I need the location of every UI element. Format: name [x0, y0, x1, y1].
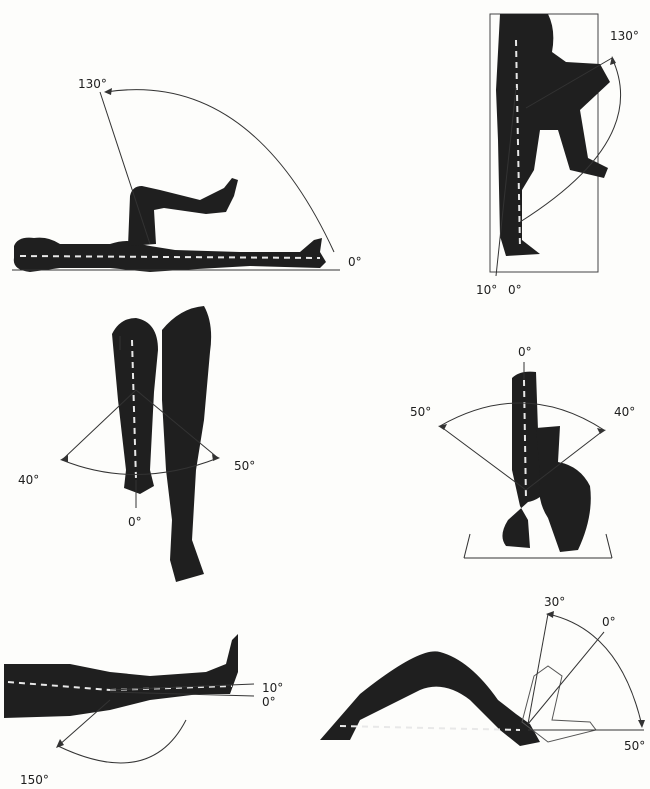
supine-raised-leg [128, 178, 238, 246]
panel-hip-flexion-standing: 130° 10° 0° [476, 14, 639, 297]
rotation-label-40: 40° [614, 405, 635, 419]
rotation-label-0: 0° [518, 345, 532, 359]
standing-label-10: 10° [476, 283, 497, 297]
rotation-label-50: 50° [410, 405, 431, 419]
knee-label-10: 10° [262, 681, 283, 695]
ankle-30-ray [528, 614, 548, 724]
supine-130-ray [100, 92, 150, 244]
knee-leg-silhouette [4, 634, 238, 718]
supine-label-130: 130° [78, 77, 107, 91]
abduction-arrowhead-left [60, 455, 68, 462]
ankle-arc [548, 614, 642, 726]
rotation-chair-right [606, 534, 612, 558]
supine-label-0: 0° [348, 255, 362, 269]
knee-label-0: 0° [262, 695, 276, 709]
ankle-leg-axis [340, 726, 520, 730]
ankle-leg-silhouette [320, 651, 540, 746]
supine-body-silhouette [14, 238, 326, 272]
rotation-chair-left [464, 534, 470, 558]
panel-hip-abduction: 40° 50° 0° [18, 306, 255, 582]
standing-body-silhouette [496, 14, 610, 256]
panel-knee-flexion: 10° 0° 150° [4, 634, 283, 787]
ankle-label-0: 0° [602, 615, 616, 629]
panel-hip-flexion-supine: 130° 0° [12, 77, 362, 272]
ankle-label-30: 30° [544, 595, 565, 609]
ankle-arrowhead-bottom [638, 720, 645, 728]
knee-label-150: 150° [20, 773, 49, 787]
ankle-foot-outline [522, 666, 596, 742]
ankle-0-ray [528, 632, 604, 724]
standing-label-0: 0° [508, 283, 522, 297]
panel-ankle: 30° 0° 50° [320, 595, 645, 753]
abduction-label-40: 40° [18, 473, 39, 487]
standing-label-130: 130° [610, 29, 639, 43]
ankle-label-50: 50° [624, 739, 645, 753]
knee-arc [58, 720, 186, 763]
panel-hip-rotation: 0° 50° 40° [410, 345, 635, 558]
abduction-right-leg [162, 306, 211, 582]
rotation-leg-silhouette [536, 426, 591, 552]
abduction-arrowhead-right [212, 454, 220, 461]
standing-arrowhead [610, 56, 616, 65]
abduction-label-0: 0° [128, 515, 142, 529]
abduction-label-50: 50° [234, 459, 255, 473]
